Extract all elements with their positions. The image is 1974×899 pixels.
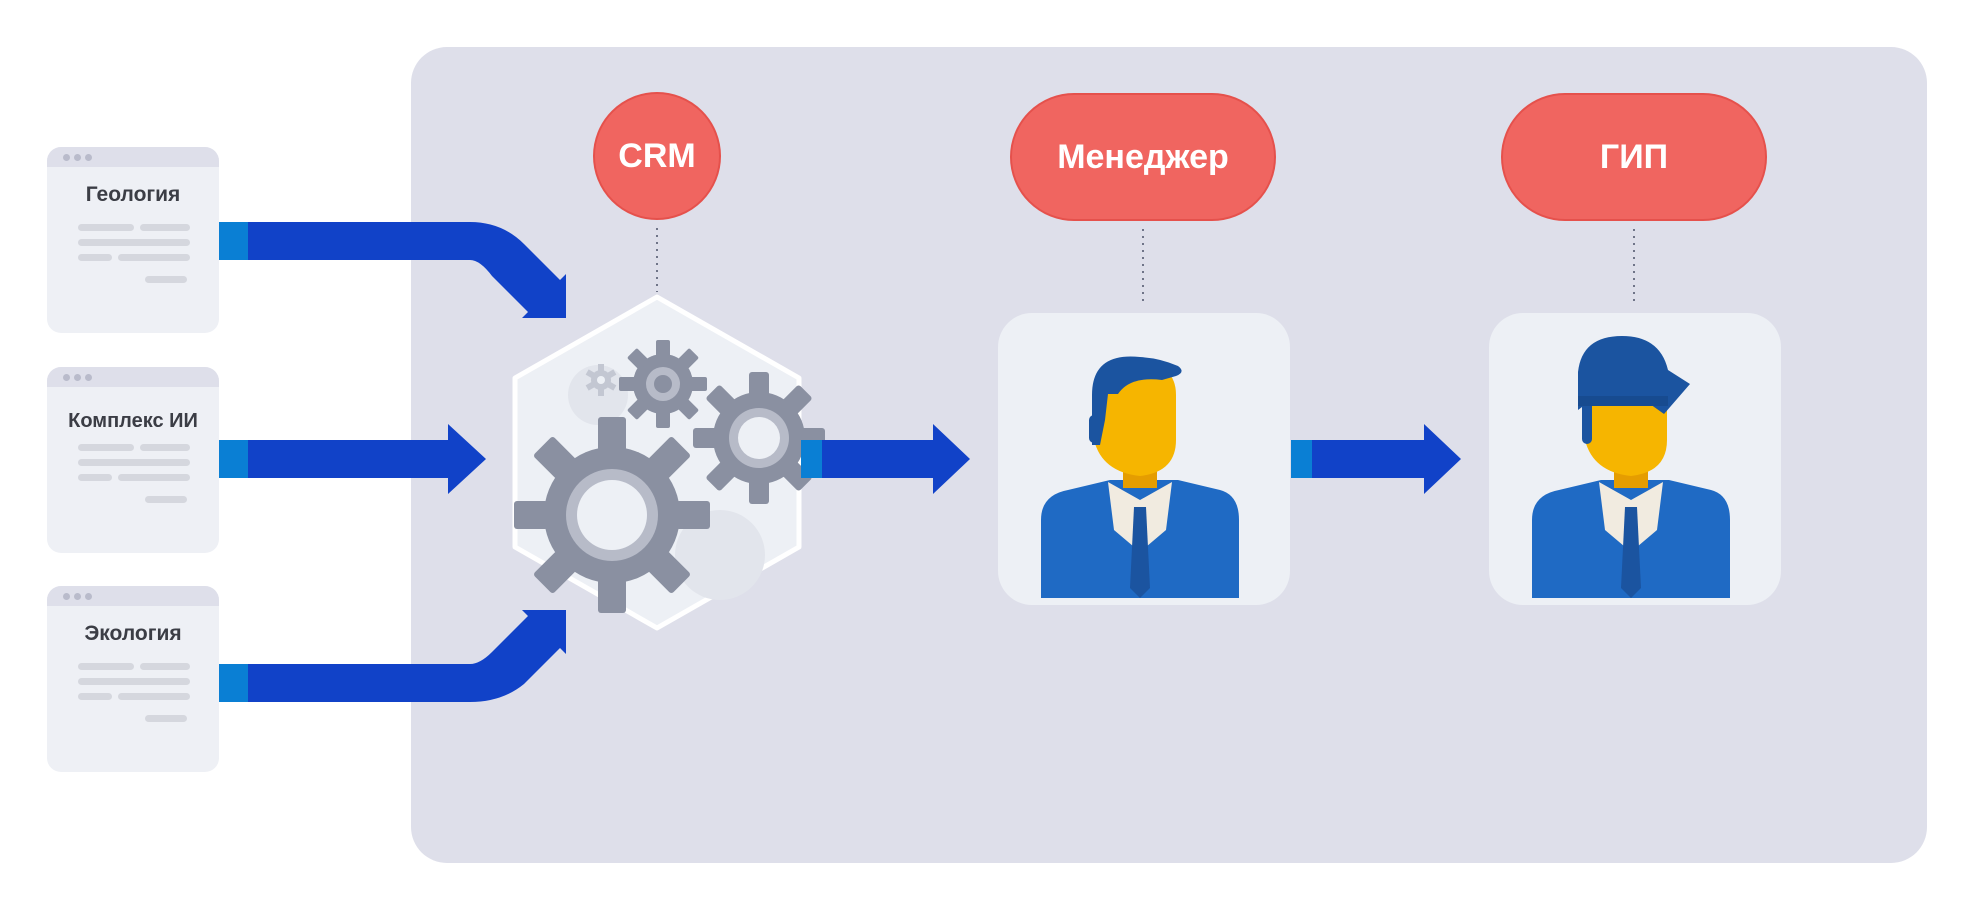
businessman-icon	[1041, 356, 1239, 598]
input-doc-geology: Геология	[47, 147, 219, 333]
gip-label: ГИП	[1501, 93, 1767, 221]
arrow-manager-to-gip	[1291, 424, 1461, 494]
doc-window-bar	[47, 147, 219, 167]
doc-title: Комплекс ИИ	[68, 410, 198, 432]
arrow-ecology-to-crm	[219, 610, 566, 702]
arrow-crm-to-manager	[801, 424, 970, 494]
manager-label: Менеджер	[1010, 93, 1276, 221]
input-doc-ai-complex: Комплекс ИИ	[47, 367, 219, 553]
doc-title: Геология	[85, 183, 181, 206]
doc-window-bar	[47, 586, 219, 606]
dotted-connectors	[656, 228, 1635, 302]
input-doc-ecology: Экология	[47, 586, 219, 772]
arrow-geology-to-crm	[219, 222, 566, 318]
doc-window-bar	[47, 367, 219, 387]
gears-icon	[512, 294, 825, 631]
crm-label: CRM	[593, 92, 721, 220]
doc-title: Экология	[84, 622, 182, 645]
engineer-hardhat-icon	[1532, 336, 1730, 598]
arrow-ai-complex-to-crm	[219, 424, 486, 494]
